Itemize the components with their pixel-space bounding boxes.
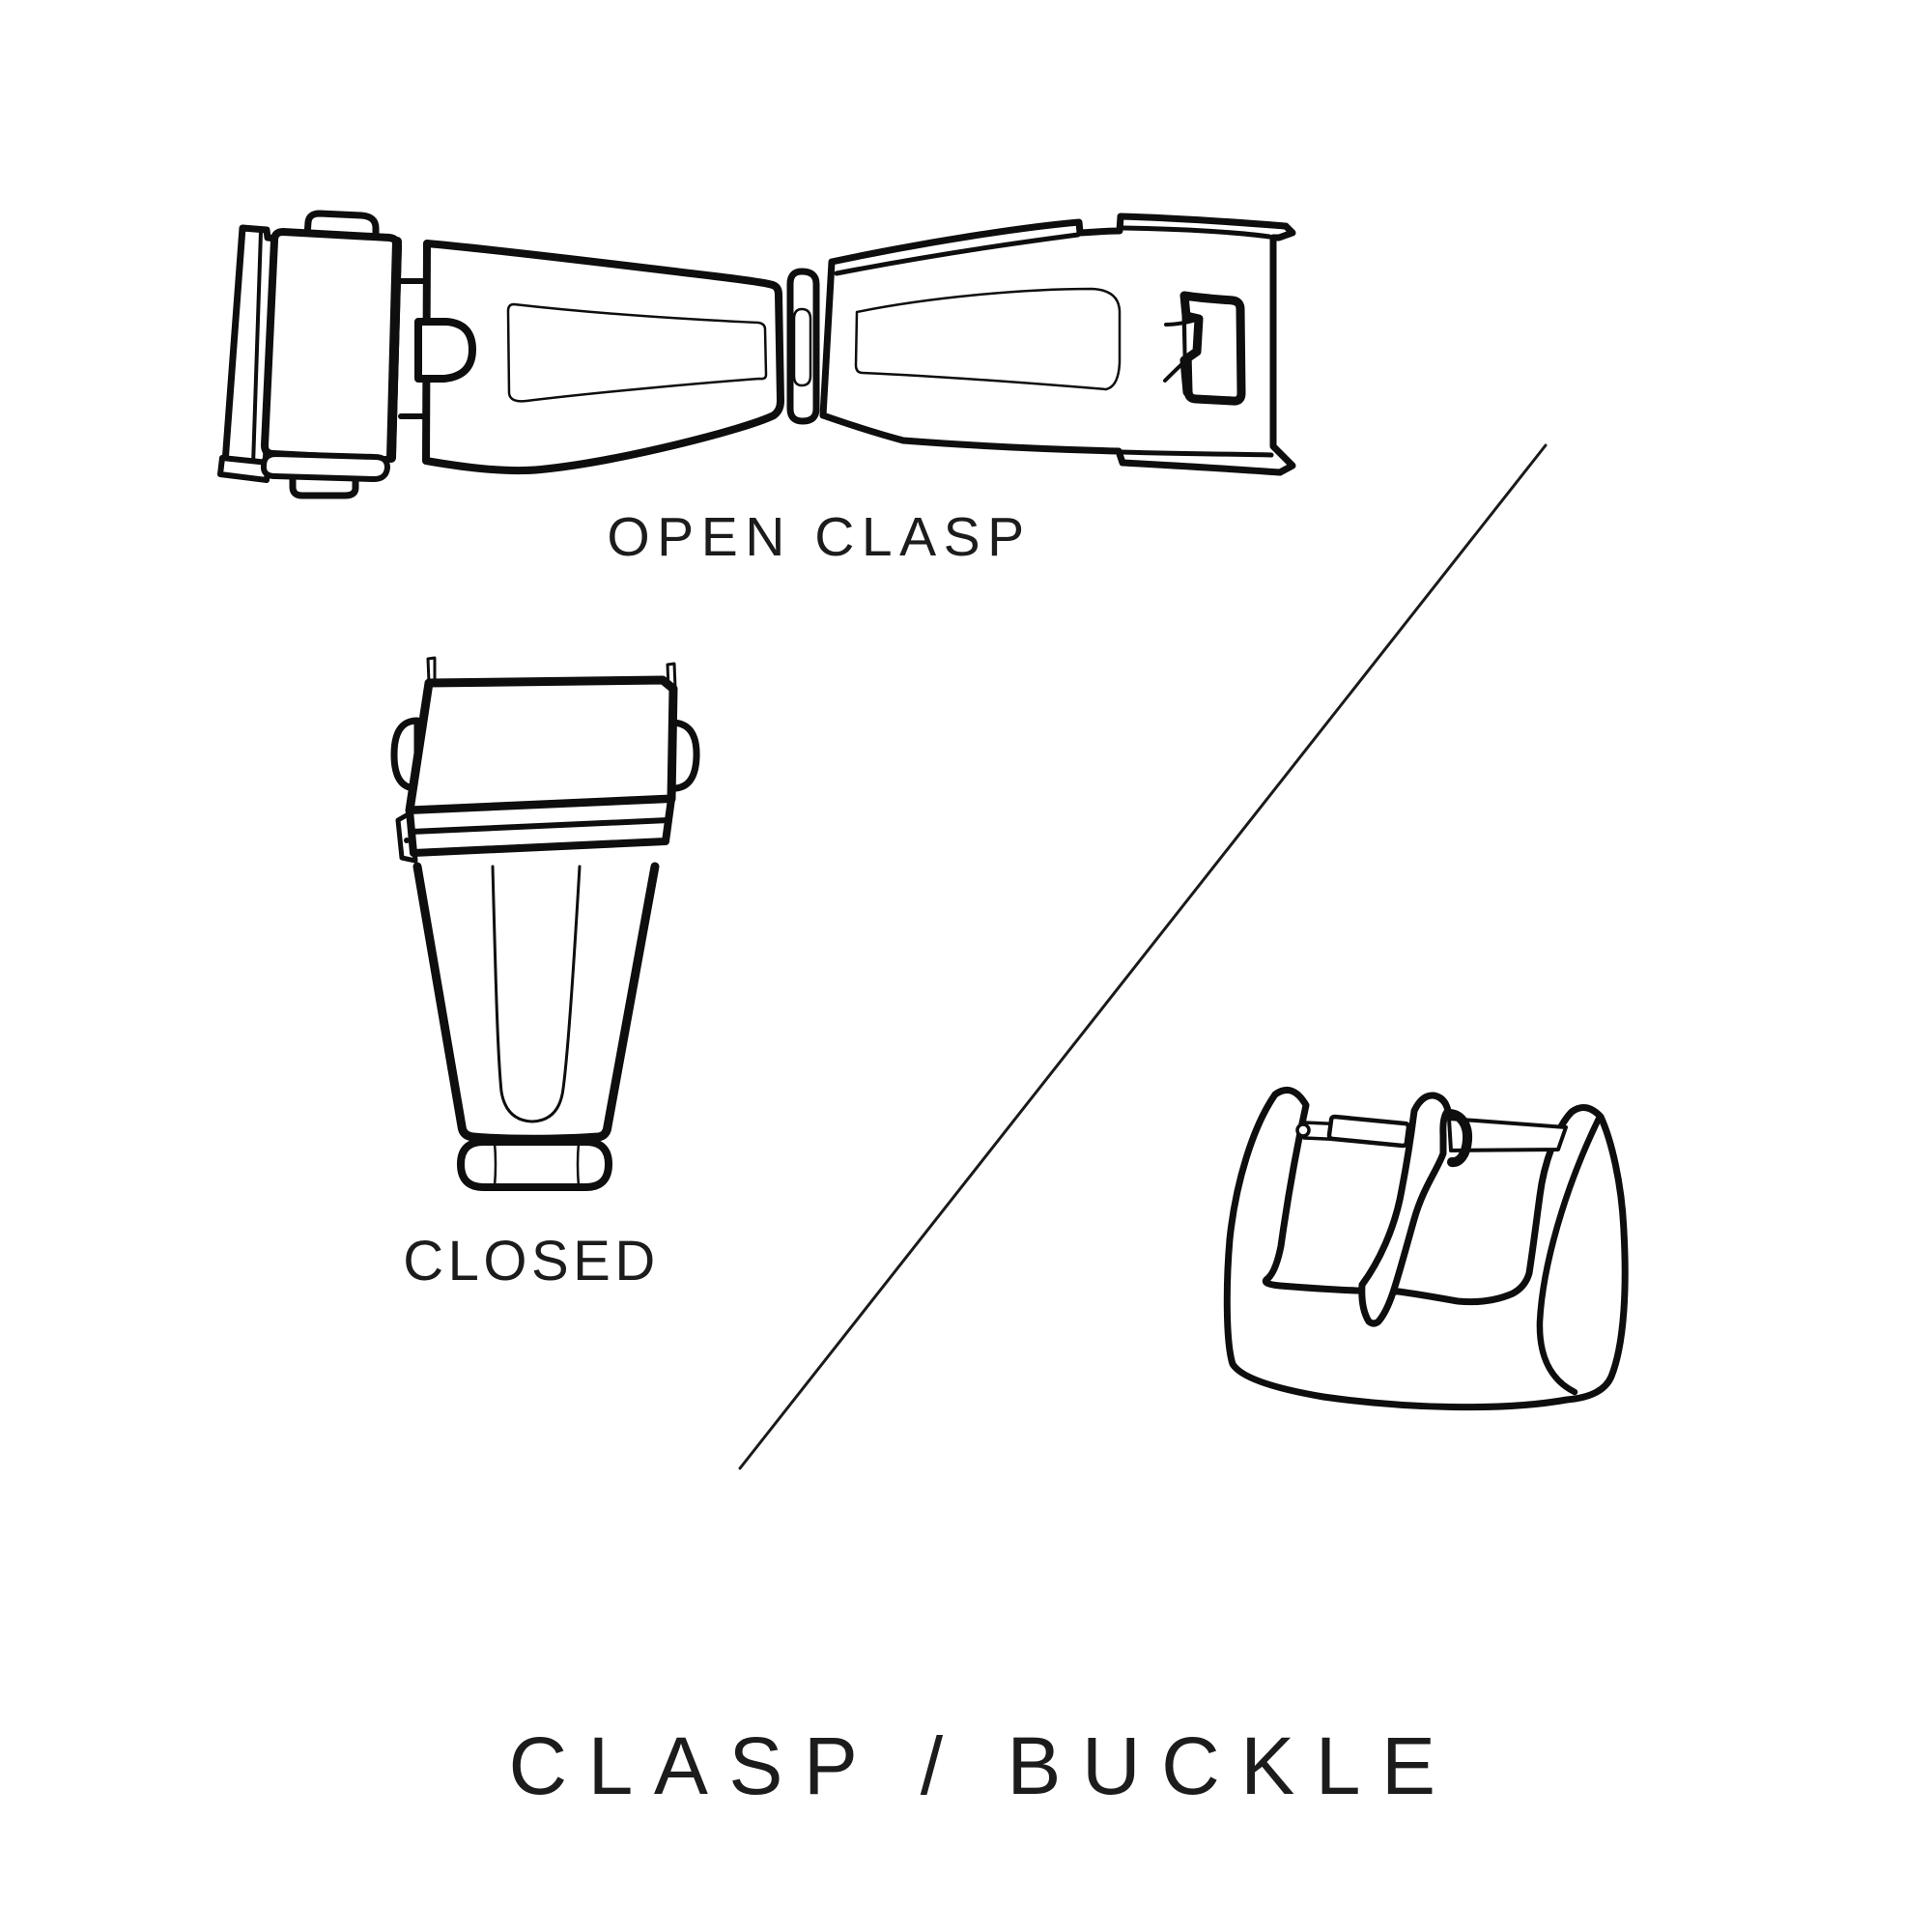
svg-text:CLOSED: CLOSED [403,1230,660,1293]
svg-text:CLASP / BUCKLE: CLASP / BUCKLE [508,1720,1456,1811]
svg-text:OPEN CLASP: OPEN CLASP [607,506,1031,568]
